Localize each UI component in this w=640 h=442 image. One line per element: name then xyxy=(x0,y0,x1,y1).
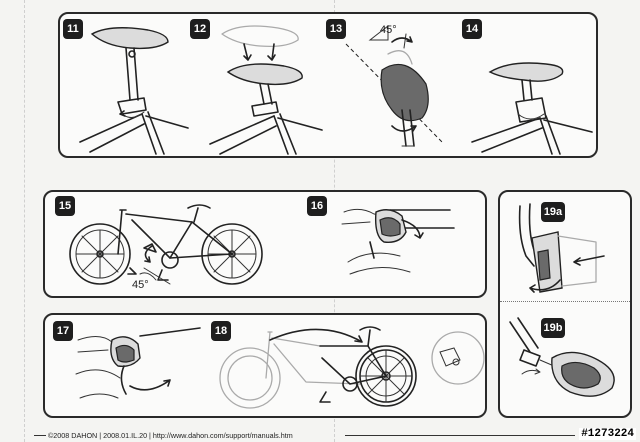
step-19-divider xyxy=(500,301,630,302)
step-18-folding-bike-illustration xyxy=(219,326,485,409)
step-13-badge: 13 xyxy=(326,19,346,39)
step-19a-latch-illustration xyxy=(518,203,605,293)
step-14-badge: 14 xyxy=(462,19,482,39)
corner-code: #1273224 xyxy=(579,428,636,440)
step-14-seat-illustration xyxy=(471,62,593,155)
step-15-bike-illustration xyxy=(69,204,263,285)
step-11-seat-illustration xyxy=(79,27,189,155)
step-17-hinge-illustration xyxy=(75,327,201,399)
step-19b-pedal-illustration xyxy=(509,317,615,397)
step-19a-badge: 19a xyxy=(541,202,565,222)
seat-tilt-angle-label: 45° xyxy=(380,24,397,36)
step-19b-badge: 19b xyxy=(541,318,565,338)
panel-steps-15-16 xyxy=(43,190,487,298)
step-13-seat-angle-illustration xyxy=(345,24,445,147)
step-16-hinge-illustration xyxy=(341,208,455,275)
footer-rule-left xyxy=(34,435,46,436)
step-17-badge: 17 xyxy=(53,321,73,341)
step-16-badge: 16 xyxy=(307,196,327,216)
step-15-badge: 15 xyxy=(55,196,75,216)
page-fold-left xyxy=(24,0,25,442)
step-12-badge: 12 xyxy=(190,19,210,39)
pedal-angle-label: 45° xyxy=(132,279,149,291)
step-12-seat-illustration xyxy=(209,25,323,155)
footer-rule-right xyxy=(345,435,575,436)
footer-copyright: ©2008 DAHON | 2008.01.IL.20 | http://www… xyxy=(48,431,293,440)
step-11-badge: 11 xyxy=(63,19,83,39)
step-18-badge: 18 xyxy=(211,321,231,341)
